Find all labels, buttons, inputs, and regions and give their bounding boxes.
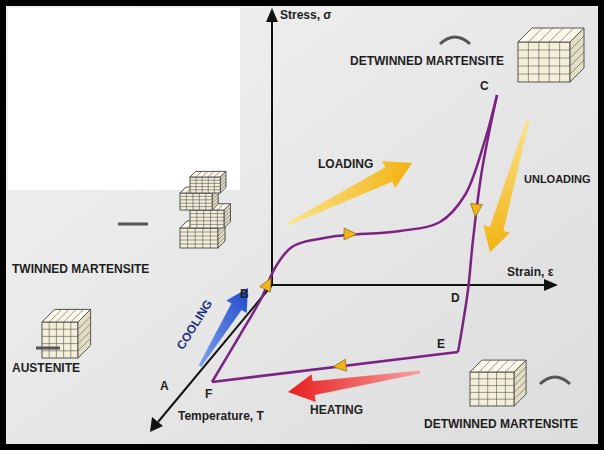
unloading-curve xyxy=(458,95,497,352)
point-letter: F xyxy=(205,388,212,401)
phase-label: DETWINNED MARTENSITE xyxy=(424,418,578,431)
axis-label: Strain, ε xyxy=(507,266,553,279)
point-letter: D xyxy=(451,292,460,305)
bend-arc xyxy=(440,37,470,44)
load-bar xyxy=(118,223,148,226)
austenite-cube xyxy=(42,309,91,358)
point-letter: E xyxy=(437,338,445,351)
axis-label: Temperature, T xyxy=(178,410,264,423)
stress-axis xyxy=(271,20,273,285)
phase-label: AUSTENITE xyxy=(12,362,80,375)
process-label: LOADING xyxy=(318,158,373,171)
temperature-axis xyxy=(158,285,272,422)
phase-label: DETWINNED MARTENSITE xyxy=(350,55,504,68)
load-bar xyxy=(36,347,60,350)
twinned-layer xyxy=(190,171,226,193)
point-letter: A xyxy=(160,380,169,393)
detwinned-cube xyxy=(470,360,526,406)
axis-head xyxy=(150,417,163,432)
direction-marker xyxy=(469,203,482,217)
detwinned-cube xyxy=(518,28,584,82)
loading-curve xyxy=(212,95,497,382)
strain-axis xyxy=(272,284,545,286)
heating-line xyxy=(212,352,458,382)
direction-marker xyxy=(344,228,357,240)
axis-head xyxy=(544,279,558,291)
process-label: UNLOADING xyxy=(524,173,591,185)
blank-panel xyxy=(8,8,240,190)
point-letter: C xyxy=(480,80,489,93)
point-letter: B xyxy=(240,288,249,301)
process-label: HEATING xyxy=(310,404,363,417)
axis-head xyxy=(266,8,278,22)
direction-marker xyxy=(332,359,346,372)
phase-label: TWINNED MARTENSITE xyxy=(12,263,149,276)
axis-label: Stress, σ xyxy=(280,9,332,22)
bend-arc xyxy=(540,377,570,384)
heating-arrow xyxy=(288,371,420,402)
direction-marker xyxy=(260,275,277,292)
unloading-arrow xyxy=(483,120,529,252)
frame xyxy=(3,3,601,447)
